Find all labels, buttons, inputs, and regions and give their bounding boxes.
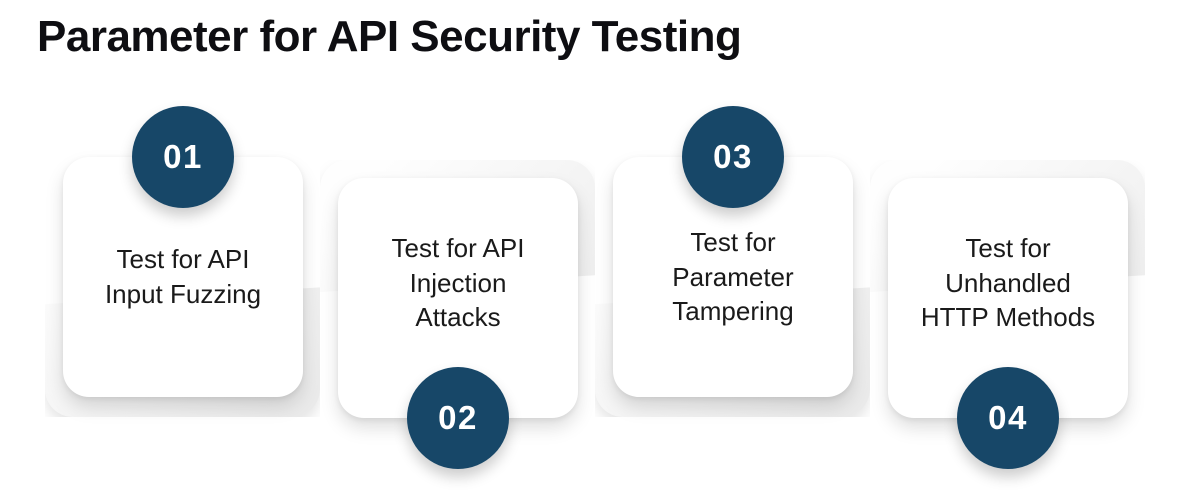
- step-1-number-badge: 01: [132, 106, 234, 208]
- step-4: 04 Test for Unhandled HTTP Methods: [870, 160, 1145, 469]
- step-3-number: 03: [713, 138, 753, 175]
- step-2-number-badge: 02: [407, 367, 509, 469]
- step-3-label: Test for Parameter Tampering: [672, 227, 794, 327]
- step-2-label: Test for API Injection Attacks: [391, 233, 525, 333]
- page-title: Parameter for API Security Testing: [37, 12, 742, 61]
- step-4-label: Test for Unhandled HTTP Methods: [920, 233, 1096, 333]
- step-3: 03 Test for Parameter Tampering: [595, 106, 870, 417]
- step-1-number: 01: [163, 138, 203, 175]
- step-4-number: 04: [988, 399, 1028, 436]
- step-2: 02 Test for API Injection Attacks: [320, 160, 595, 469]
- step-4-number-badge: 04: [957, 367, 1059, 469]
- step-2-number: 02: [438, 399, 478, 436]
- step-1: 01 Test for API Input Fuzzing: [45, 106, 320, 417]
- step-1-label: Test for API Input Fuzzing: [104, 244, 262, 309]
- step-3-number-badge: 03: [682, 106, 784, 208]
